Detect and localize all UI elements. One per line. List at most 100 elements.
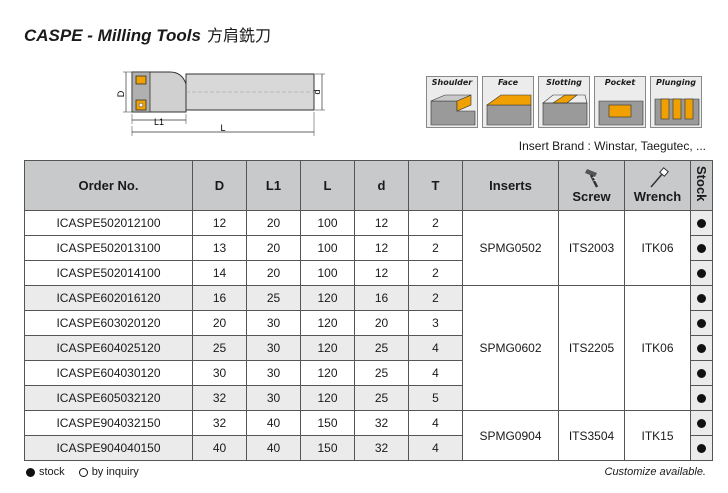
header-d: d <box>354 160 409 211</box>
cell-T: 2 <box>408 235 463 261</box>
cell-D: 40 <box>192 435 247 461</box>
cell-order: ICASPE605032120 <box>24 385 193 411</box>
header-stock: Stock <box>690 160 713 211</box>
cell-stock <box>690 360 713 386</box>
cell-T: 4 <box>408 360 463 386</box>
title-main: CASPE - Milling Tools <box>24 26 201 45</box>
header-L: L <box>300 160 355 211</box>
title-chinese: 方肩銑刀 <box>206 26 271 45</box>
header-screw: Screw <box>558 160 625 211</box>
cell-stock <box>690 385 713 411</box>
cell-T: 4 <box>408 335 463 361</box>
cell-stock <box>690 235 713 261</box>
cell-stock <box>690 285 713 311</box>
cell-stock <box>690 410 713 436</box>
stock-dot-icon <box>697 444 706 454</box>
header-stock-label: Stock <box>694 166 709 202</box>
tool-drawing: D d L1 L <box>116 71 325 136</box>
cell-stock <box>690 435 713 461</box>
cell-L1: 40 <box>246 435 301 461</box>
stock-dot-icon <box>697 269 706 279</box>
stock-dot-icon <box>697 369 706 379</box>
cell-stock <box>690 260 713 286</box>
shoulder-icon <box>430 94 476 126</box>
cell-stock <box>690 210 713 236</box>
cell-d: 12 <box>354 260 409 286</box>
stock-dot-icon <box>697 394 706 404</box>
cell-D: 16 <box>192 285 247 311</box>
legend-inquiry-label: by inquiry <box>91 466 139 478</box>
cell-insert: SPMG0602 <box>462 285 559 411</box>
cell-L1: 30 <box>246 310 301 336</box>
cell-L1: 25 <box>246 285 301 311</box>
header-L1: L1 <box>246 160 301 211</box>
header-wrench-label: Wrench <box>633 189 682 204</box>
app-slotting: Slotting <box>538 76 590 128</box>
header-order: Order No. <box>24 160 193 211</box>
cell-D: 30 <box>192 360 247 386</box>
cell-T: 2 <box>408 285 463 311</box>
inquiry-dot-icon <box>78 467 88 477</box>
label-L1: L1 <box>154 117 164 127</box>
cell-order: ICASPE904032150 <box>24 410 193 436</box>
header-wrench: Wrench <box>624 160 691 211</box>
wrench-icon <box>649 167 669 188</box>
cell-order: ICASPE502013100 <box>24 235 193 261</box>
cell-wrench: ITK15 <box>624 410 691 461</box>
cell-D: 32 <box>192 410 247 436</box>
cell-L: 100 <box>300 210 355 236</box>
cell-L: 120 <box>300 310 355 336</box>
cell-D: 14 <box>192 260 247 286</box>
header-inserts: Inserts <box>462 160 559 211</box>
cell-wrench: ITK06 <box>624 285 691 411</box>
cell-T: 4 <box>408 410 463 436</box>
cell-L: 120 <box>300 385 355 411</box>
app-plunging: Plunging <box>650 76 702 128</box>
pocket-icon <box>598 100 644 126</box>
page-title: CASPE - Milling Tools 方肩銑刀 <box>24 22 271 46</box>
cell-L: 150 <box>300 435 355 461</box>
cell-L1: 30 <box>246 335 301 361</box>
app-label: Shoulder <box>431 78 473 87</box>
cell-L1: 20 <box>246 210 301 236</box>
cell-screw: ITS3504 <box>558 410 625 461</box>
cell-d: 32 <box>354 435 409 461</box>
label-L: L <box>220 123 225 133</box>
cell-insert: SPMG0502 <box>462 210 559 286</box>
app-label: Face <box>497 78 519 87</box>
cell-T: 3 <box>408 310 463 336</box>
app-label: Plunging <box>656 78 696 87</box>
cell-insert: SPMG0904 <box>462 410 559 461</box>
app-face: Face <box>482 76 534 128</box>
cell-L: 100 <box>300 235 355 261</box>
cell-T: 5 <box>408 385 463 411</box>
cell-d: 12 <box>354 235 409 261</box>
cell-order: ICASPE904040150 <box>24 435 193 461</box>
cell-T: 2 <box>408 260 463 286</box>
cell-order: ICASPE604025120 <box>24 335 193 361</box>
cell-T: 2 <box>408 210 463 236</box>
cell-d: 16 <box>354 285 409 311</box>
cell-T: 4 <box>408 435 463 461</box>
table-header-row: Order No. D L1 L d T Inserts Screw Wrenc… <box>24 160 713 211</box>
app-pocket: Pocket <box>594 76 646 128</box>
cell-screw: ITS2003 <box>558 210 625 286</box>
cell-L: 120 <box>300 335 355 361</box>
cell-d: 20 <box>354 310 409 336</box>
cell-stock <box>690 310 713 336</box>
stock-dot-icon <box>697 219 706 229</box>
cell-D: 25 <box>192 335 247 361</box>
cell-D: 32 <box>192 385 247 411</box>
cell-L1: 20 <box>246 235 301 261</box>
face-icon <box>486 94 532 126</box>
screw-icon <box>584 169 598 188</box>
customize-note: Customize available. <box>604 466 707 478</box>
stock-dot-icon <box>697 344 706 354</box>
cell-L1: 20 <box>246 260 301 286</box>
label-d: d <box>312 89 322 94</box>
